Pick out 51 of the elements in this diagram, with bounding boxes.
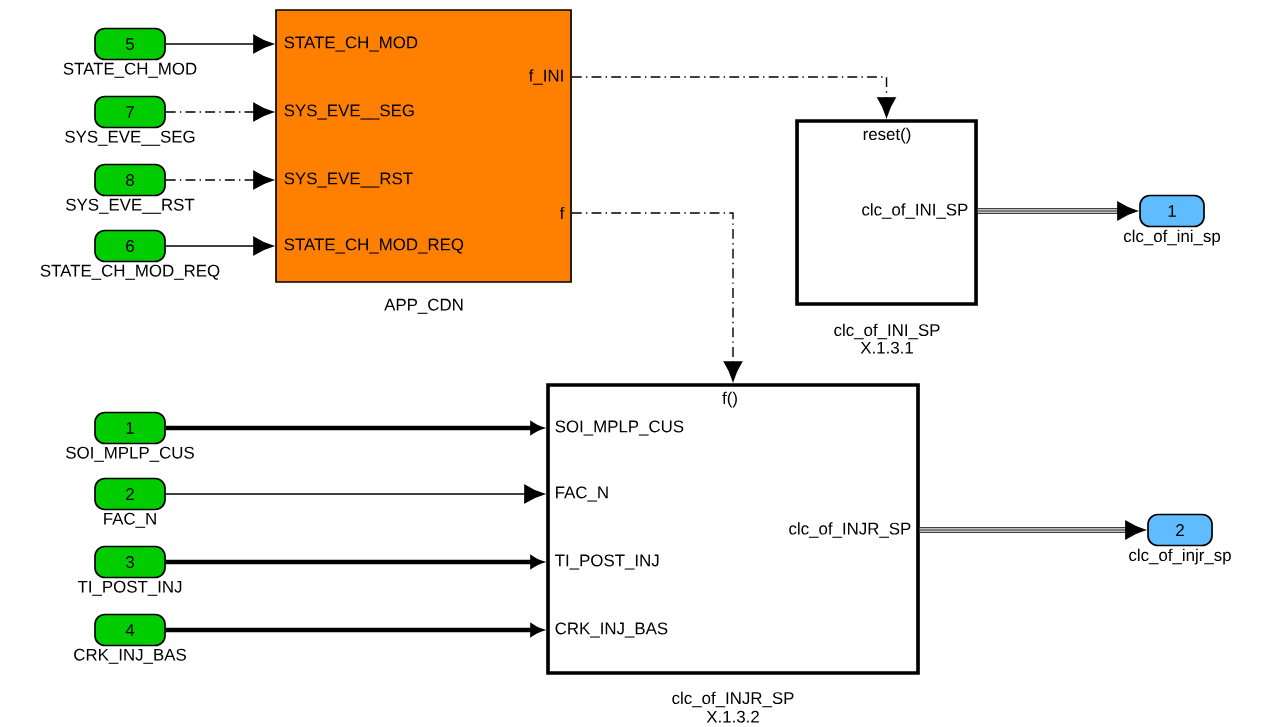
signal-line <box>571 212 743 382</box>
port-pill: 2 <box>1147 513 1213 547</box>
signal-line <box>165 34 274 54</box>
signal-line <box>165 484 545 504</box>
port-label: SOI_MPLP_CUS <box>555 420 684 436</box>
block-name: clc_of_INI_SP <box>834 323 940 340</box>
signal-line <box>165 236 274 256</box>
port-pill: 2 <box>94 477 166 511</box>
block-name: APP_CDN <box>384 298 463 314</box>
port-pill: 3 <box>94 545 166 579</box>
port-name: TI_POST_INJ <box>77 580 182 596</box>
port-name: STATE_CH_MOD_REQ <box>40 264 220 280</box>
port-label: f <box>559 206 565 220</box>
signal-line <box>919 520 1146 540</box>
port-pill: 5 <box>94 27 166 61</box>
port-label: f_INI <box>528 69 563 85</box>
port-label: SYS_EVE__SEG <box>284 104 414 120</box>
block-name: clc_of_INJR_SP <box>672 691 794 708</box>
port-label: f() <box>722 391 737 408</box>
port-pill: 7 <box>94 95 166 129</box>
port-pill: 8 <box>94 163 166 197</box>
signal-line <box>977 201 1138 221</box>
signal-line <box>165 102 274 122</box>
signal-line <box>165 623 543 637</box>
port-label: CRK_INJ_BAS <box>555 622 668 638</box>
port-label: FAC_N <box>556 486 608 502</box>
port-label: clc_of_INI_SP <box>862 203 968 219</box>
port-name: SYS_EVE__SEG <box>65 130 195 146</box>
port-name: CRK_INJ_BAS <box>74 648 186 664</box>
port-pill: 4 <box>94 613 166 647</box>
port-pill: 1 <box>1139 194 1205 228</box>
signal-line <box>571 76 896 118</box>
signal-line <box>165 421 543 435</box>
port-name: SYS_EVE__RST <box>66 198 195 214</box>
port-name: clc_of_injr_sp <box>1129 548 1231 565</box>
port-label: reset() <box>863 127 911 144</box>
block-name: X.1.3.2 <box>706 710 759 723</box>
port-label: STATE_CH_MOD_REQ <box>284 238 464 254</box>
port-name: STATE_CH_MOD <box>63 62 197 78</box>
signal-line <box>165 555 543 569</box>
port-label: SYS_EVE__RST <box>284 172 413 188</box>
port-pill: 1 <box>94 411 166 445</box>
port-label: STATE_CH_MOD <box>284 36 418 52</box>
port-name: SOI_MPLP_CUS <box>66 446 194 462</box>
port-name: FAC_N <box>104 512 156 528</box>
port-name: clc_of_ini_sp <box>1123 229 1221 246</box>
port-label: TI_POST_INJ <box>555 554 659 570</box>
block-name: X.1.3.1 <box>860 341 913 354</box>
signal-line <box>165 170 274 190</box>
port-label: clc_of_INJR_SP <box>789 522 911 538</box>
port-pill: 6 <box>94 229 166 263</box>
